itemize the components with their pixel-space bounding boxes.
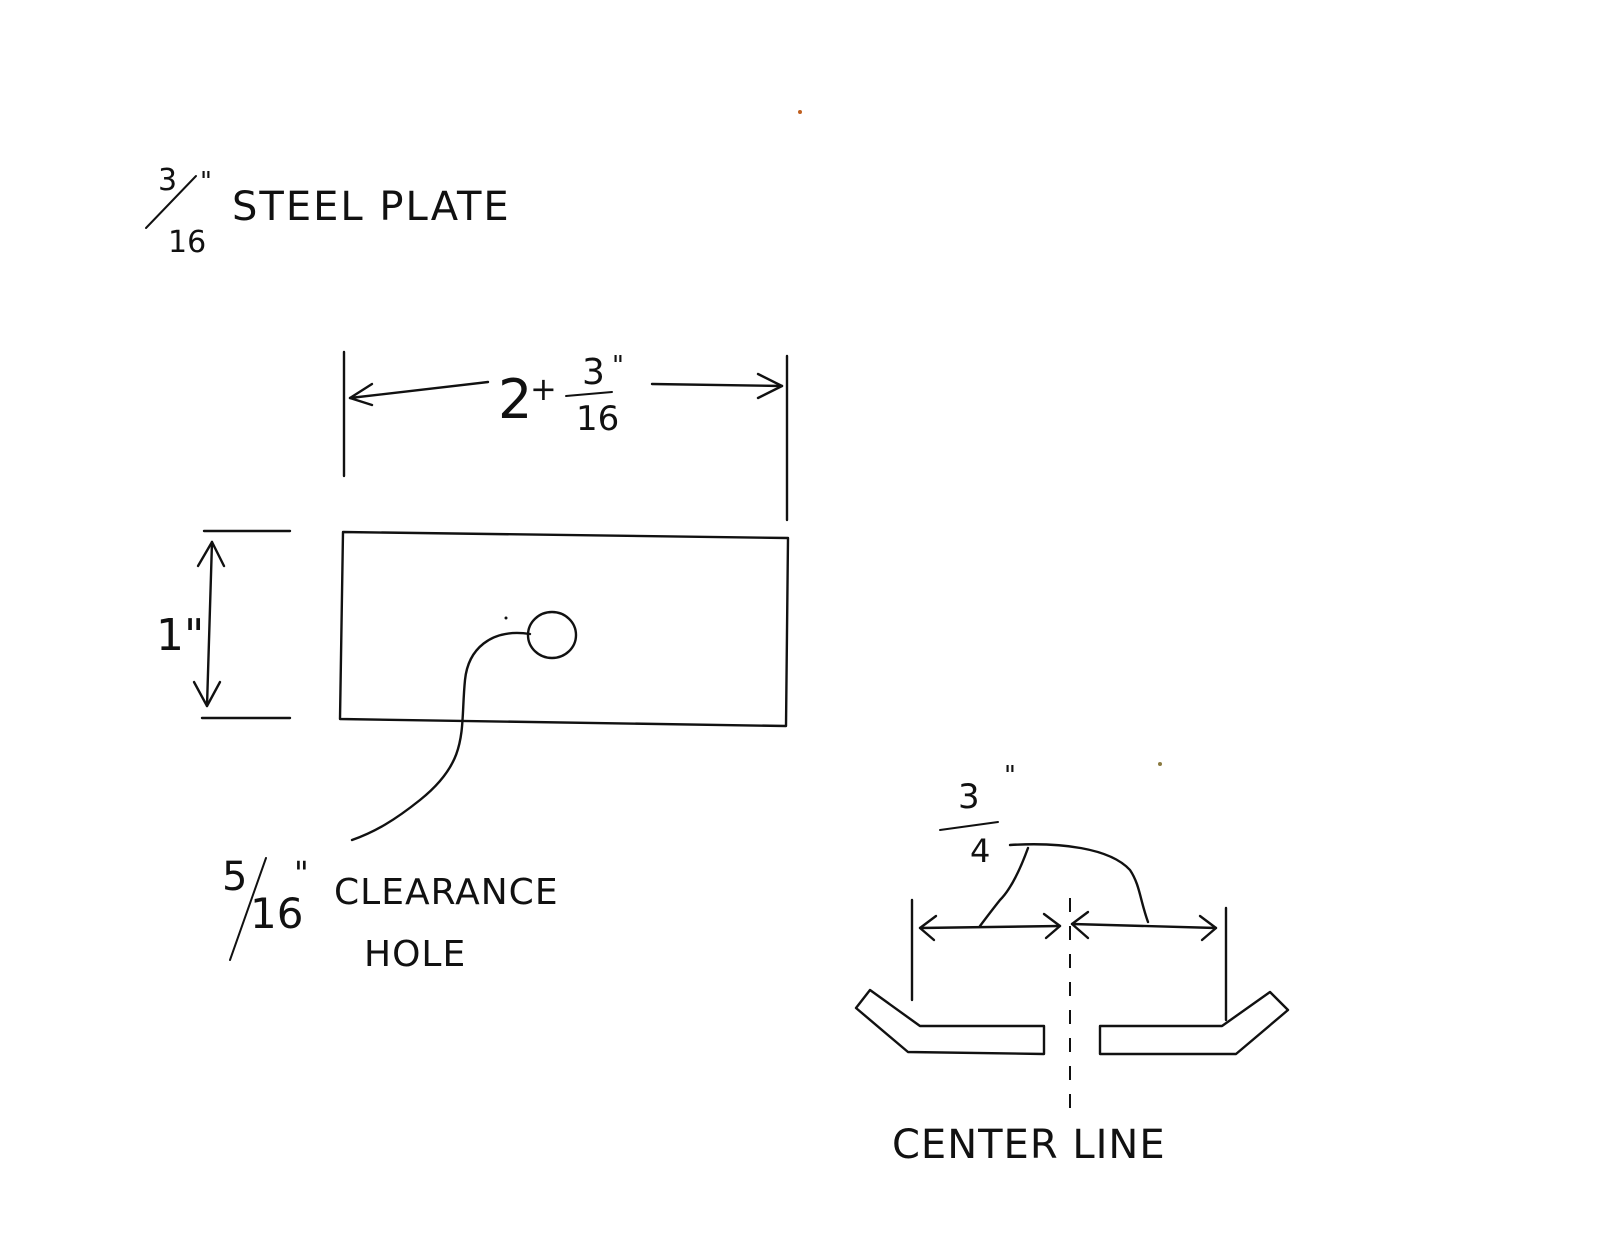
title-fraction-bar: [145, 175, 197, 229]
width-inch-mark: ": [612, 351, 624, 381]
width-arrowhead-left: [348, 382, 374, 407]
hole-callout: 5 16 " CLEARANCE HOLE: [222, 854, 559, 975]
scan-speck: [1158, 762, 1162, 766]
offset-arrow-left-line: [918, 924, 1062, 930]
hole-fraction-bar: [229, 857, 267, 961]
scan-speck: [798, 110, 802, 114]
width-denominator: 16: [576, 399, 619, 439]
width-fraction-bar: [565, 391, 613, 397]
offset-arrowhead-left-outer: [918, 914, 938, 942]
width-arrow-line-right: [650, 382, 784, 388]
offset-numerator: 3: [958, 777, 980, 817]
title-fraction-numerator: 3: [158, 163, 177, 198]
plate-outline: [338, 530, 790, 728]
offset-inch-mark: ": [1004, 761, 1016, 791]
offset-arrowhead-right-inner: [1070, 910, 1090, 940]
bent-plate-section: [854, 898, 1290, 1120]
offset-leader-left: [978, 846, 1030, 928]
hole-numerator: 5: [222, 854, 247, 900]
offset-dimension: 3 4 ": [910, 761, 1228, 1022]
hole-label-line1: CLEARANCE: [334, 872, 559, 913]
height-arrowhead-bottom: [192, 680, 222, 708]
height-value: 1": [156, 610, 204, 661]
offset-arrowhead-left-inner: [1042, 912, 1062, 940]
offset-leader-right: [1008, 843, 1150, 924]
title-inch-mark: ": [200, 167, 212, 197]
bent-plate-right-half: [1098, 990, 1290, 1056]
offset-fraction-bar: [939, 821, 999, 831]
offset-arrowhead-right-outer: [1198, 914, 1218, 942]
hole-label-line2: HOLE: [364, 934, 466, 975]
width-plus-sign: +: [530, 370, 557, 408]
offset-arrow-right-line: [1070, 922, 1218, 930]
bent-plate-left-half: [854, 988, 1046, 1056]
width-numerator: 3: [582, 352, 605, 393]
steel-plate: [338, 530, 790, 842]
stray-mark: [504, 616, 508, 620]
title-text: STEEL PLATE: [232, 184, 511, 230]
hole-leader-line: [350, 631, 532, 842]
offset-denominator: 4: [970, 832, 990, 870]
width-arrow-line-left: [348, 380, 490, 400]
height-arrow-line: [205, 540, 214, 708]
width-whole-number: 2: [498, 368, 532, 431]
title-fraction-denominator: 16: [168, 225, 206, 260]
clearance-hole: [526, 610, 578, 660]
height-arrowhead-top: [196, 540, 226, 568]
width-arrowhead-right: [756, 372, 784, 400]
hole-denominator: 16: [250, 889, 303, 938]
height-dimension: 1": [156, 529, 292, 720]
hole-inch-mark: ": [294, 854, 309, 892]
center-line-label: CENTER LINE: [892, 1122, 1166, 1168]
width-dimension: 2 + 3 16 ": [342, 350, 789, 522]
title-thickness-fraction: 3 16 ": [145, 163, 212, 260]
